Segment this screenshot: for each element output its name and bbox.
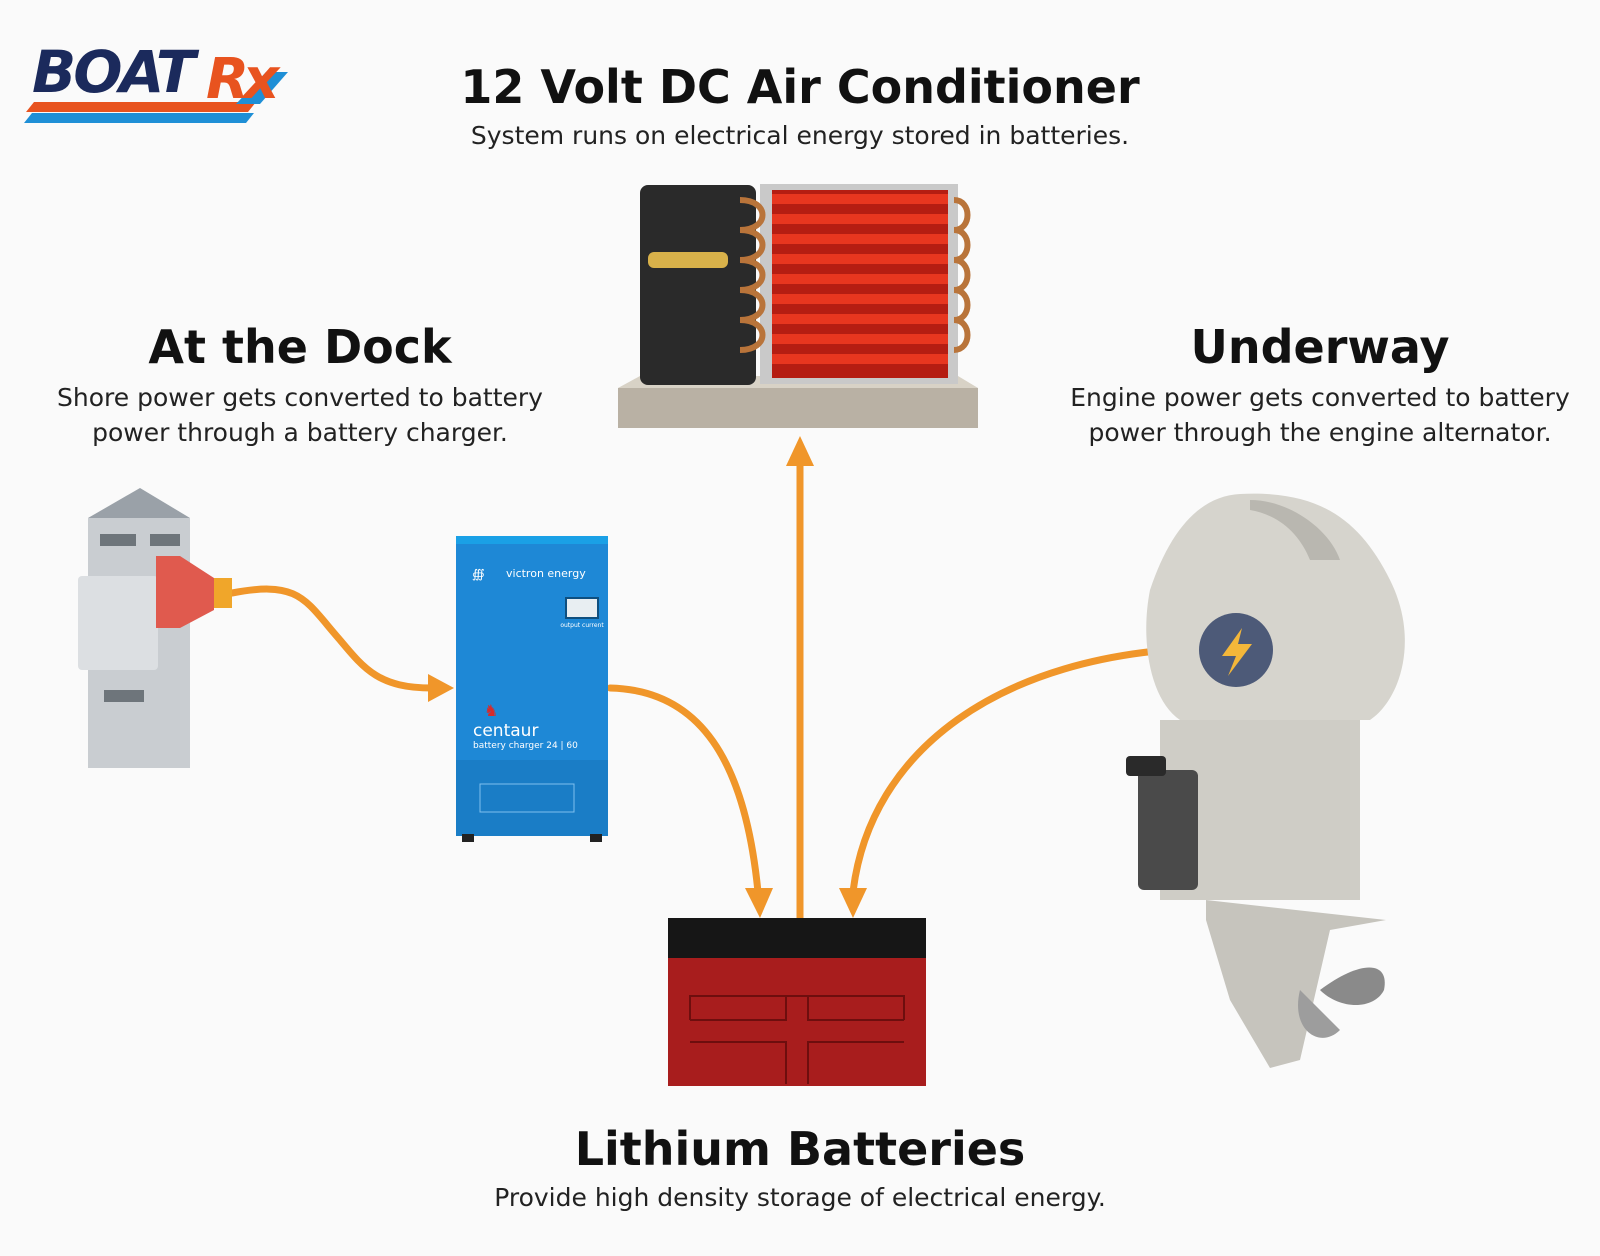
batteries-heading: Lithium Batteries xyxy=(574,1122,1026,1176)
air-conditioner-image xyxy=(618,184,978,428)
arrow-charger-to-battery xyxy=(606,684,762,896)
underway-description: Engine power gets converted to battery p… xyxy=(1070,383,1570,447)
charger-model: centaur xyxy=(473,721,538,741)
engine-lower-unit xyxy=(1206,900,1386,1068)
charger-meter-label: output current xyxy=(560,622,604,629)
underway-heading: Underway xyxy=(1190,320,1450,374)
lightning-bolt-icon xyxy=(1222,628,1252,676)
ac-valve xyxy=(648,252,728,268)
shore-power-pedestal-image xyxy=(78,488,232,768)
lithium-battery-image xyxy=(668,918,926,1086)
ac-coil xyxy=(772,190,948,378)
charger-centaur-icon: ♞ xyxy=(484,701,498,720)
outboard-engine-image xyxy=(1126,493,1405,1068)
charger-brand: victron energy xyxy=(506,567,586,580)
diagram-subtitle: System runs on electrical energy stored … xyxy=(470,121,1130,150)
battery-charger-image: output current ∰ victron energy ♞ centau… xyxy=(456,536,608,842)
charger-victron-logo: ∰ xyxy=(472,567,485,581)
engine-bracket xyxy=(1138,770,1198,890)
arrow-head-battery-right xyxy=(839,888,867,918)
boatrx-logo: BOAT Rx xyxy=(24,38,288,123)
battery-body xyxy=(668,958,926,1086)
charger-spec: battery charger 24 | 60 xyxy=(473,741,578,751)
arrow-shore-to-charger xyxy=(228,585,436,692)
arrow-head-charger xyxy=(428,674,454,702)
logo-stripe-orange xyxy=(26,102,256,112)
dock-description: Shore power gets converted to battery po… xyxy=(57,383,543,447)
engine-propeller xyxy=(1320,967,1385,1005)
arrow-head-battery-left xyxy=(745,888,773,918)
diagram-title: 12 Volt DC Air Conditioner xyxy=(460,60,1140,114)
arrow-heads xyxy=(428,436,867,918)
ac-copper-tubes xyxy=(739,197,971,353)
ac-base xyxy=(618,388,978,428)
ac-compressor xyxy=(640,185,756,385)
arrow-head-ac xyxy=(786,436,814,466)
shore-plug xyxy=(156,556,214,628)
logo-wordmark: BOAT xyxy=(32,38,200,106)
shore-plug-tip xyxy=(214,578,232,608)
batteries-description: Provide high density storage of electric… xyxy=(494,1183,1106,1212)
logo-stripe-blue xyxy=(24,113,254,123)
logo-slash xyxy=(236,72,288,104)
dock-heading: At the Dock xyxy=(148,320,452,374)
flow-arrows xyxy=(228,458,1204,922)
arrow-engine-to-battery xyxy=(849,644,1204,896)
logo-mark: Rx xyxy=(206,47,281,112)
engine-cowl xyxy=(1146,493,1405,720)
battery-top xyxy=(668,918,926,958)
charger-meter xyxy=(565,597,599,619)
